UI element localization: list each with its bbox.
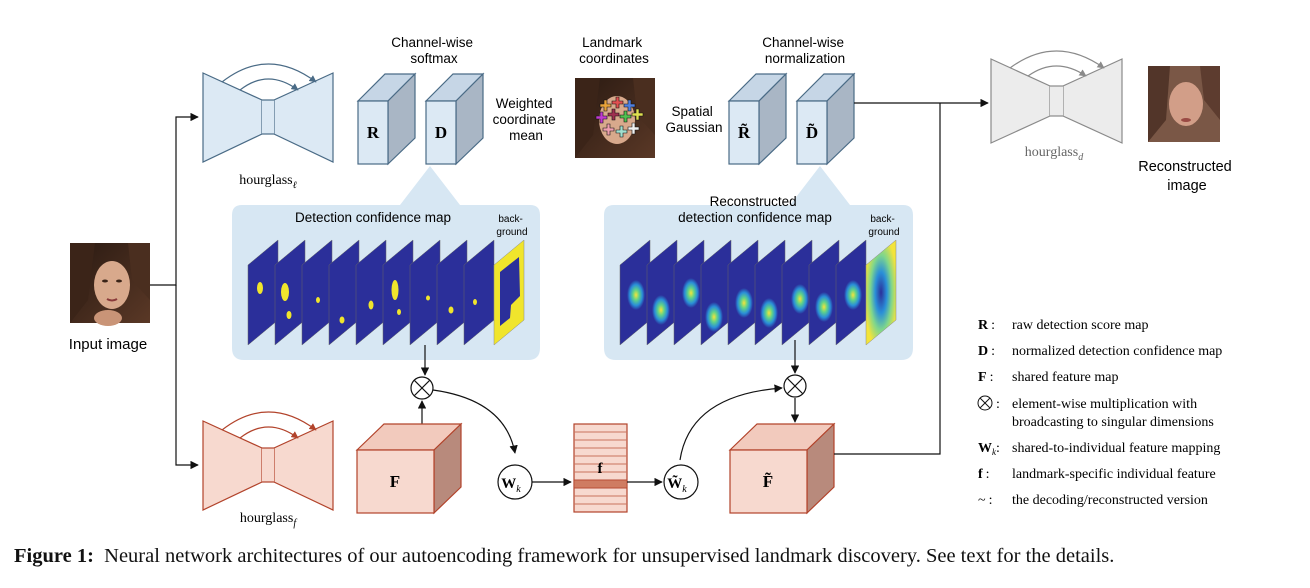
d-tilde-symbol: D̃	[806, 122, 818, 142]
background-map-right	[865, 239, 897, 346]
legend-item: R: raw detection score map	[978, 318, 1148, 333]
r-tilde-box	[727, 72, 788, 166]
input-image-label: Input image	[69, 336, 147, 353]
background-label-left: back- ground	[496, 214, 527, 238]
legend-symbol: f:	[978, 467, 990, 482]
hourglass-d	[990, 50, 1123, 144]
input-to-hourglass-l-arrow	[150, 112, 199, 286]
reconstructed-image	[1148, 66, 1220, 142]
legend-colon: :	[996, 397, 1000, 412]
legend-text: shared feature map	[1012, 370, 1119, 385]
recon-detection-map-slices	[619, 239, 867, 346]
f-cube	[355, 422, 463, 515]
input-to-hourglass-f-arrow	[175, 285, 199, 470]
r-box	[356, 72, 417, 166]
reconstructed-image-label: Reconstructed image	[1138, 159, 1236, 194]
detection-map-slice	[328, 239, 360, 346]
landmark-markers	[595, 96, 644, 138]
w-tilde-to-mult-arrow	[679, 384, 783, 461]
recon-map-slice	[808, 239, 840, 346]
legend-symbol: F:	[978, 370, 993, 385]
legend-text: normalized detection confidence map	[1012, 344, 1222, 359]
figure-caption: Figure 1: Neural network architectures o…	[14, 545, 1304, 568]
hourglass-l-label: hourglassℓ	[239, 173, 297, 191]
legend-item: D: normalized detection confidence map	[978, 344, 1222, 359]
f-tilde-symbol: F̃	[763, 471, 773, 491]
recon-map-slice	[700, 239, 732, 346]
legend-text: landmark-specific individual feature	[1012, 467, 1216, 482]
legend-item: : element-wise multiplication with broadca…	[977, 395, 1214, 430]
recon-map-slice	[781, 239, 813, 346]
legend-symbol: D:	[978, 344, 995, 359]
recon-map-slice	[754, 239, 786, 346]
background-label-right: back- ground	[868, 214, 899, 238]
w-symbol: Wk	[501, 476, 521, 495]
legend-symbol: R:	[978, 318, 995, 333]
f-cube-symbol: F	[390, 472, 400, 491]
caption-text: Neural network architectures of our auto…	[104, 545, 1115, 567]
channel-softmax-label: Channel-wise softmax	[391, 35, 477, 66]
recon-map-slice	[673, 239, 705, 346]
legend-text: raw detection score map	[1012, 318, 1148, 333]
channel-normalization-label: Channel-wise normalization	[762, 35, 848, 66]
caption-label: Figure 1:	[14, 545, 94, 567]
d-box	[424, 72, 485, 166]
w-tilde-node	[663, 464, 699, 500]
legend-otimes-icon	[977, 395, 993, 411]
detection-map-slices	[247, 239, 495, 346]
legend-symbol: ~:	[978, 493, 992, 508]
legend-text: broadcasting to singular dimensions	[1012, 415, 1214, 430]
w-tilde-symbol: W̃k	[667, 475, 687, 495]
r-symbol: R	[367, 123, 380, 142]
weighted-coordinate-mean-label: Weighted coordinate mean	[493, 96, 560, 143]
d-symbol: D	[435, 123, 447, 142]
multiply-node-right	[783, 374, 807, 398]
f-tilde-to-decoder-line	[834, 103, 941, 455]
f-stack-selected-row	[573, 479, 628, 489]
legend-text: the decoding/reconstructed version	[1012, 493, 1208, 508]
f-tilde-cube	[728, 422, 836, 515]
r-tilde-symbol: R̃	[738, 122, 751, 142]
recon-map-slice	[646, 239, 678, 346]
legend-item: F: shared feature map	[978, 370, 1119, 385]
recon-detection-map-label: Reconstructed detection confidence map	[678, 194, 832, 225]
legend-item: f: landmark-specific individual feature	[978, 467, 1216, 482]
hourglass-f	[202, 411, 334, 511]
d-tilde-box	[795, 72, 856, 166]
recon-map-slice	[835, 239, 867, 346]
mult-to-w-arrow	[432, 389, 518, 454]
multiply-node-left	[410, 376, 434, 400]
legend-item: Wk: shared-to-individual feature mapping	[978, 441, 1220, 457]
hourglass-l	[202, 63, 334, 163]
detection-map-slice	[301, 239, 333, 346]
f-symbol: f	[598, 461, 604, 477]
input-image	[70, 243, 150, 326]
hourglass-d-label: hourglassd	[1025, 145, 1084, 163]
hourglass-f-label: hourglassf	[240, 511, 297, 529]
f-stack-body	[573, 423, 628, 513]
legend-symbol: Wk:	[978, 441, 1000, 457]
legend-text: element-wise multiplication with	[1012, 397, 1197, 412]
f-feature-stack	[573, 423, 628, 513]
background-map-left	[493, 239, 525, 346]
architecture-diagram: Input image hourglassℓ R D Channel-wise …	[69, 35, 1236, 529]
landmark-coordinates-label: Landmark coordinates	[579, 35, 649, 66]
legend-text: shared-to-individual feature mapping	[1012, 441, 1220, 456]
detection-map-slice	[274, 239, 306, 346]
recon-map-slice	[727, 239, 759, 346]
spatial-gaussian-label: Spatial Gaussian	[665, 104, 722, 135]
recon-map-slice	[619, 239, 651, 346]
detection-map-slice	[436, 239, 468, 346]
detection-map-label: Detection confidence map	[295, 210, 451, 225]
legend-item: ~: the decoding/reconstructed version	[978, 493, 1208, 508]
